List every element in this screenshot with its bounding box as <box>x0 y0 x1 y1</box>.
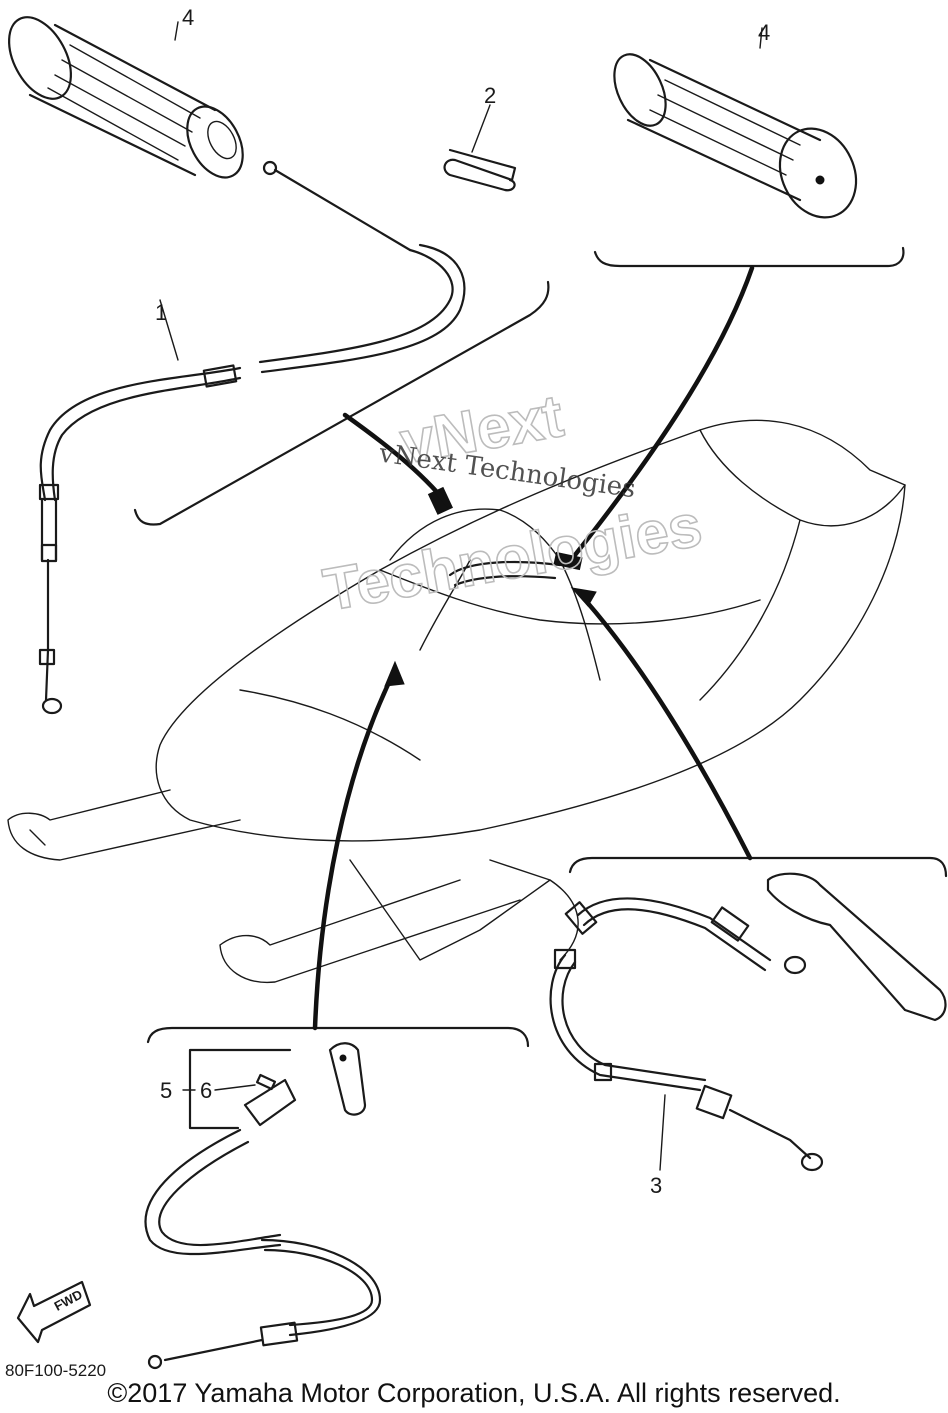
snowmobile-illustration <box>7 419 906 984</box>
group-bracket-right <box>572 246 905 558</box>
group-bracket-bottom-left <box>146 660 530 1048</box>
grip-right <box>613 27 858 219</box>
throttle-cable <box>38 160 466 715</box>
watermark: vNext Technologies vNext Technologies <box>318 381 708 624</box>
callout-brake-cable: 3 <box>650 1173 662 1198</box>
callout-grip-left: 4 <box>182 5 194 30</box>
clip-part <box>443 104 517 192</box>
choke-assembly <box>144 1042 382 1370</box>
group-bracket-bottom-right <box>568 587 948 878</box>
callout-choke-pin: 6 <box>200 1078 212 1103</box>
callout-throttle-cable: 1 <box>155 300 167 325</box>
callout-grip-right: 4 <box>758 20 770 45</box>
callout-choke-assembly: 5 <box>160 1078 172 1103</box>
brake-cable <box>549 872 947 1172</box>
group-bracket-left <box>133 280 550 526</box>
watermark-outline-line-2: Technologies <box>319 491 707 623</box>
grip-left <box>8 16 244 179</box>
diagram-code: 80F100-5220 <box>5 1361 106 1380</box>
fwd-arrow-icon: FWD <box>16 1280 92 1344</box>
callout-clip: 2 <box>484 83 496 108</box>
copyright-notice: ©2017 Yamaha Motor Corporation, U.S.A. A… <box>107 1378 841 1408</box>
